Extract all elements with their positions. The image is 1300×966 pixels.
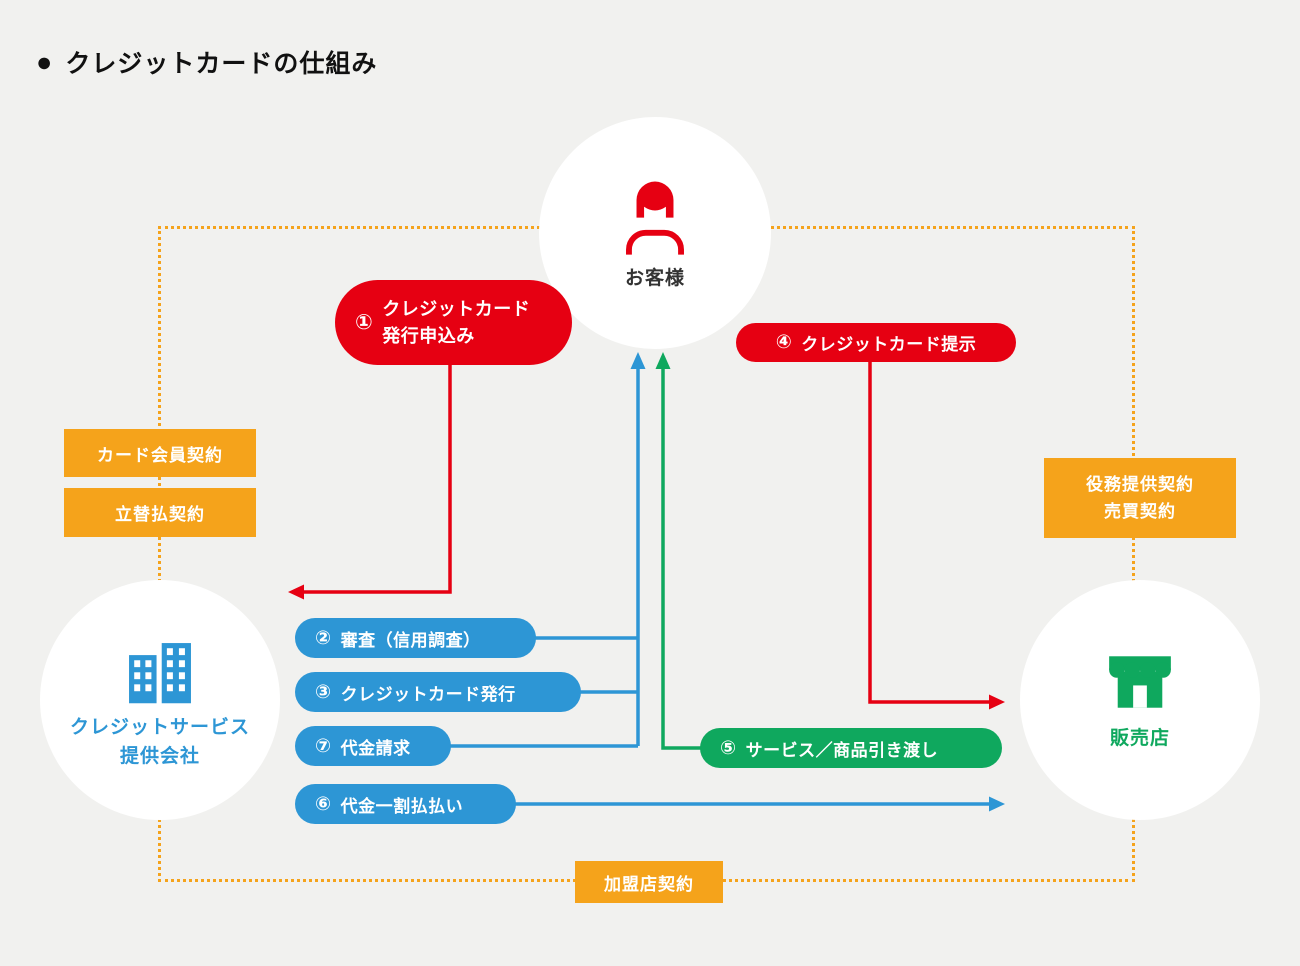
step-4-number: ④ (775, 332, 793, 353)
contract-tatekae-box: 立替払契約 (64, 488, 256, 537)
store-front-icon (1109, 656, 1171, 708)
page-title-text: クレジットカードの仕組み (65, 50, 378, 78)
step-7-number: ⑦ (315, 735, 332, 757)
page-title: ● クレジットカードの仕組み (36, 44, 377, 80)
contract-merchant-box: 加盟店契約 (575, 861, 723, 903)
step-2-number: ② (315, 627, 332, 649)
contract-service-line1: 役務提供契約 (1086, 474, 1194, 494)
step-7-pill: ⑦ 代金請求 (295, 726, 451, 766)
step-1-label-line1: クレジットカード (382, 299, 531, 320)
step-3-number: ③ (315, 681, 332, 703)
step-3-pill: ③ クレジットカード発行 (295, 672, 581, 712)
customer-label: お客様 (624, 268, 685, 290)
contract-card-member-box: カード会員契約 (64, 429, 256, 477)
bullet-icon: ● (36, 46, 54, 77)
contract-service-box: 役務提供契約 売買契約 (1044, 458, 1236, 538)
step-5-number: ⑤ (720, 737, 737, 759)
node-customer: お客様 (539, 117, 771, 349)
step-5-label: サービス／商品引き渡し (745, 740, 939, 760)
step-6-number: ⑥ (315, 793, 332, 815)
step-1-label-line2: 発行申込み (382, 325, 475, 346)
provider-buildings-icon (129, 642, 191, 703)
node-credit-provider: クレジットサービス 提供会社 (40, 580, 280, 820)
store-label: 販売店 (1109, 728, 1170, 750)
step-2-label: 審査（信用調査） (340, 630, 481, 650)
step-1-number: ① (355, 311, 374, 334)
provider-label-line2: 提供会社 (119, 746, 200, 767)
provider-label: クレジットサービス 提供会社 (70, 713, 250, 772)
step-1-label: クレジットカード 発行申込み (382, 296, 530, 348)
step-7-label: 代金請求 (340, 738, 411, 758)
node-store: 販売店 (1020, 580, 1260, 820)
step-1-pill: ① クレジットカード 発行申込み (335, 280, 572, 365)
step-6-pill: ⑥ 代金一割払払い (295, 784, 516, 824)
step-4-pill: ④ クレジットカード提示 (736, 323, 1016, 362)
step-6-label: 代金一割払払い (340, 796, 464, 816)
step-3-label: クレジットカード発行 (340, 684, 516, 704)
provider-label-line1: クレジットサービス (69, 716, 250, 738)
customer-person-icon (626, 181, 684, 255)
contract-service-line2: 売買契約 (1104, 502, 1176, 521)
step-4-label: クレジットカード提示 (801, 335, 977, 354)
step-2-pill: ② 審査（信用調査） (295, 618, 536, 658)
step-5-pill: ⑤ サービス／商品引き渡し (700, 728, 1002, 768)
